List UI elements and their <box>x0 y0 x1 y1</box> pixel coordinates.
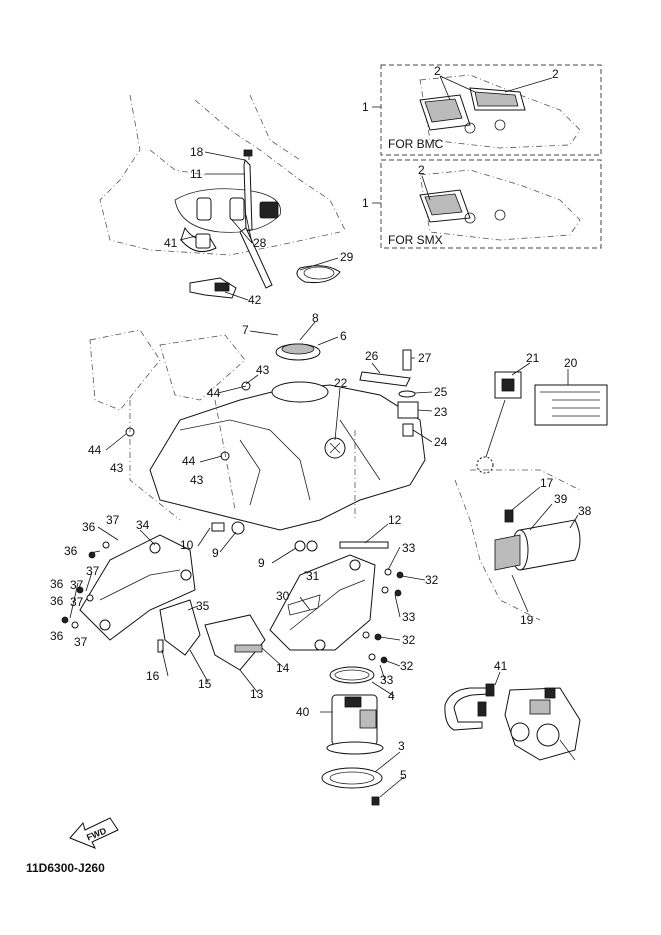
callout-24: 24 <box>434 435 448 449</box>
callout-numbers: 1 1 2 2 2 18 11 41 28 29 42 7 8 6 26 27 … <box>50 64 592 782</box>
callout-32: 32 <box>402 633 416 647</box>
callout-33: 33 <box>402 541 416 555</box>
callout-36: 36 <box>82 520 96 534</box>
callout-28: 28 <box>253 236 267 250</box>
fuel-tank-illustration <box>89 329 426 531</box>
callout-9: 9 <box>212 546 219 560</box>
callout-2: 2 <box>552 67 559 81</box>
callout-36: 36 <box>64 544 78 558</box>
callout-44: 44 <box>207 386 221 400</box>
callout-30: 30 <box>276 589 290 603</box>
callout-43: 43 <box>110 461 124 475</box>
callout-15: 15 <box>198 677 212 691</box>
callout-17: 17 <box>540 476 554 490</box>
callout-32: 32 <box>425 573 439 587</box>
callout-29: 29 <box>340 250 354 264</box>
variant-label-smx: FOR SMX <box>388 233 443 247</box>
callout-2: 2 <box>418 163 425 177</box>
callout-38: 38 <box>578 504 592 518</box>
callout-5: 5 <box>400 768 407 782</box>
callout-32: 32 <box>400 659 414 673</box>
callout-35: 35 <box>196 599 210 613</box>
callout-39: 39 <box>554 492 568 506</box>
callout-36: 36 <box>50 577 64 591</box>
callout-44: 44 <box>182 454 196 468</box>
diagram-code: 11D6300-J260 <box>26 861 105 875</box>
callout-27: 27 <box>418 351 432 365</box>
side-cover-right-illustration <box>269 554 404 664</box>
callout-37: 37 <box>70 578 84 592</box>
callout-33: 33 <box>402 610 416 624</box>
variant-box-bmc: FOR BMC <box>380 64 602 156</box>
callout-41: 41 <box>494 659 508 673</box>
callout-9: 9 <box>258 556 265 570</box>
callout-40: 40 <box>296 705 310 719</box>
screws-left <box>61 541 110 629</box>
callout-20: 20 <box>564 356 578 370</box>
callout-41: 41 <box>164 236 178 250</box>
callout-36: 36 <box>50 594 64 608</box>
callout-13: 13 <box>250 687 264 701</box>
callout-18: 18 <box>190 145 204 159</box>
label-and-filter-illustration <box>454 371 608 621</box>
callout-14: 14 <box>276 661 290 675</box>
callout-8: 8 <box>312 311 319 325</box>
breather-assembly-illustration <box>99 94 346 299</box>
callout-22: 22 <box>334 376 348 390</box>
callout-37: 37 <box>74 635 88 649</box>
throttle-body-illustration <box>444 683 581 761</box>
callout-11: 11 <box>190 167 203 181</box>
callout-44: 44 <box>88 443 102 457</box>
callout-2: 2 <box>434 64 441 78</box>
callout-7: 7 <box>242 323 249 337</box>
leader-lines <box>69 75 579 798</box>
callout-21: 21 <box>526 351 540 365</box>
callout-4: 4 <box>388 689 395 703</box>
variant-box-smx: FOR SMX <box>380 159 602 249</box>
callout-42: 42 <box>248 293 262 307</box>
callout-43: 43 <box>256 363 270 377</box>
callout-43: 43 <box>190 473 204 487</box>
callout-16: 16 <box>146 669 160 683</box>
callout-26: 26 <box>365 349 379 363</box>
callout-1: 1 <box>362 100 369 114</box>
callout-19: 19 <box>520 613 534 627</box>
side-cover-left-illustration <box>61 521 389 671</box>
callout-34: 34 <box>136 518 150 532</box>
callout-37: 37 <box>106 513 120 527</box>
callout-23: 23 <box>434 405 448 419</box>
callout-1: 1 <box>362 196 369 210</box>
callout-36: 36 <box>50 629 64 643</box>
callout-31: 31 <box>306 569 320 583</box>
callout-6: 6 <box>340 329 347 343</box>
callout-10: 10 <box>180 538 194 552</box>
callout-37: 37 <box>86 564 100 578</box>
callout-25: 25 <box>434 385 448 399</box>
callout-3: 3 <box>398 739 405 753</box>
callout-12: 12 <box>388 513 402 527</box>
callout-33: 33 <box>380 673 394 687</box>
callout-37: 37 <box>70 595 84 609</box>
variant-label-bmc: FOR BMC <box>388 137 444 151</box>
fuel-pump-illustration <box>321 666 384 806</box>
fwd-arrow-icon: FWD <box>69 817 119 849</box>
